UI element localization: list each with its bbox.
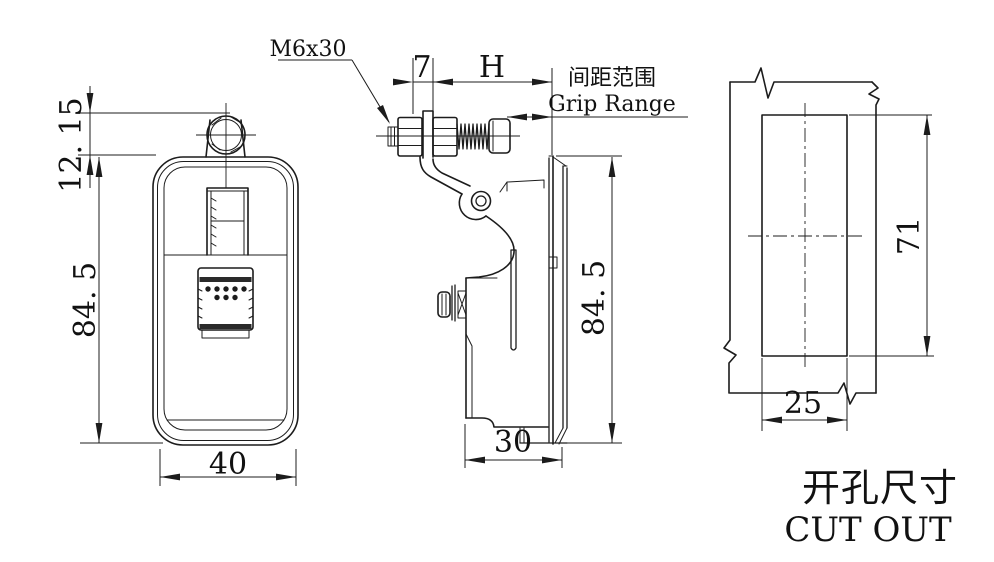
side-rivet: [437, 284, 467, 322]
arrowhead: [542, 456, 562, 464]
bolt-head: [488, 118, 511, 154]
front-dimensions: 12. 15 84. 5 40: [54, 86, 297, 486]
cutout-dimensions: 71 25: [761, 114, 934, 431]
side-view: M6x30 7 H 间距范围 Grip Range 84. 5 30: [270, 37, 688, 468]
hex-nut-2: [432, 116, 458, 157]
cutout-caption-cn: 开孔尺寸: [802, 466, 958, 510]
front-height-dim: 84. 5: [68, 262, 103, 338]
catch-piece: [499, 179, 545, 193]
cutout-caption-en: CUT OUT: [784, 510, 952, 550]
side-latch-arm: [419, 156, 545, 279]
arrowhead: [465, 456, 485, 464]
grip-letter-dim: H: [479, 50, 505, 85]
front-pin-height-dim: 12. 15: [54, 97, 89, 192]
cutout-rectangle: [748, 103, 862, 370]
front-button-pad: [197, 267, 254, 339]
cam-curve: [465, 215, 515, 279]
arrowhead: [762, 416, 782, 424]
arrowhead: [86, 93, 94, 113]
pin-centerlines: [196, 103, 256, 188]
panel-left-edge: [723, 81, 737, 394]
grip-range-label-cn: 间距范围: [568, 66, 656, 91]
side-mounting-flange: [519, 155, 568, 445]
arrowhead: [393, 78, 413, 86]
side-dimensions: M6x30 7 H 间距范围 Grip Range 84. 5 30: [270, 37, 688, 468]
arrowhead: [507, 113, 527, 121]
arrowhead: [160, 473, 180, 481]
arrowhead: [276, 473, 296, 481]
plate-offset-dim: 7: [412, 50, 431, 85]
arrowhead: [433, 78, 453, 86]
bolt-label-leader: [278, 59, 390, 123]
pivot-inner: [475, 195, 487, 207]
bolt-spec-label: M6x30: [270, 37, 347, 62]
front-body-outline: [152, 156, 299, 446]
front-view: 12. 15 84. 5 40: [54, 86, 299, 486]
panel-outline: [723, 67, 880, 405]
arrowhead: [95, 423, 103, 443]
arrowhead: [86, 155, 94, 175]
panel-right-edge: [868, 81, 880, 394]
pad-grip-dots: [205, 286, 247, 301]
pivot-outer: [470, 190, 492, 212]
side-body: [437, 249, 549, 444]
side-bolt-assembly: [376, 110, 520, 159]
side-height-dim: 84. 5: [577, 260, 612, 336]
leader-arrowhead: [377, 105, 390, 124]
arrowhead: [532, 113, 552, 121]
panel-top-edge: [729, 67, 873, 99]
cutout-view: 71 25 开孔尺寸 CUT OUT: [723, 67, 958, 550]
bracket-plate: [422, 110, 434, 159]
arrowhead: [608, 157, 616, 177]
cutout-width-dim: 25: [784, 386, 822, 421]
catch-plate: [510, 249, 517, 351]
bolt-threads: [456, 123, 490, 150]
arrowhead: [827, 416, 847, 424]
front-key-slot: [206, 187, 249, 256]
grip-range-label-en: Grip Range: [548, 92, 676, 117]
side-depth-dim: 30: [494, 425, 532, 460]
arrowhead: [923, 115, 931, 135]
arrowhead: [95, 157, 103, 177]
cutout-height-dim: 71: [892, 217, 927, 255]
arrowhead: [532, 78, 552, 86]
front-top-pin: [196, 103, 256, 188]
arrowhead: [608, 423, 616, 443]
front-width-dim: 40: [209, 447, 247, 482]
arrowhead: [923, 336, 931, 356]
cutout-caption: 开孔尺寸 CUT OUT: [784, 466, 958, 550]
hex-nut: [397, 116, 423, 157]
